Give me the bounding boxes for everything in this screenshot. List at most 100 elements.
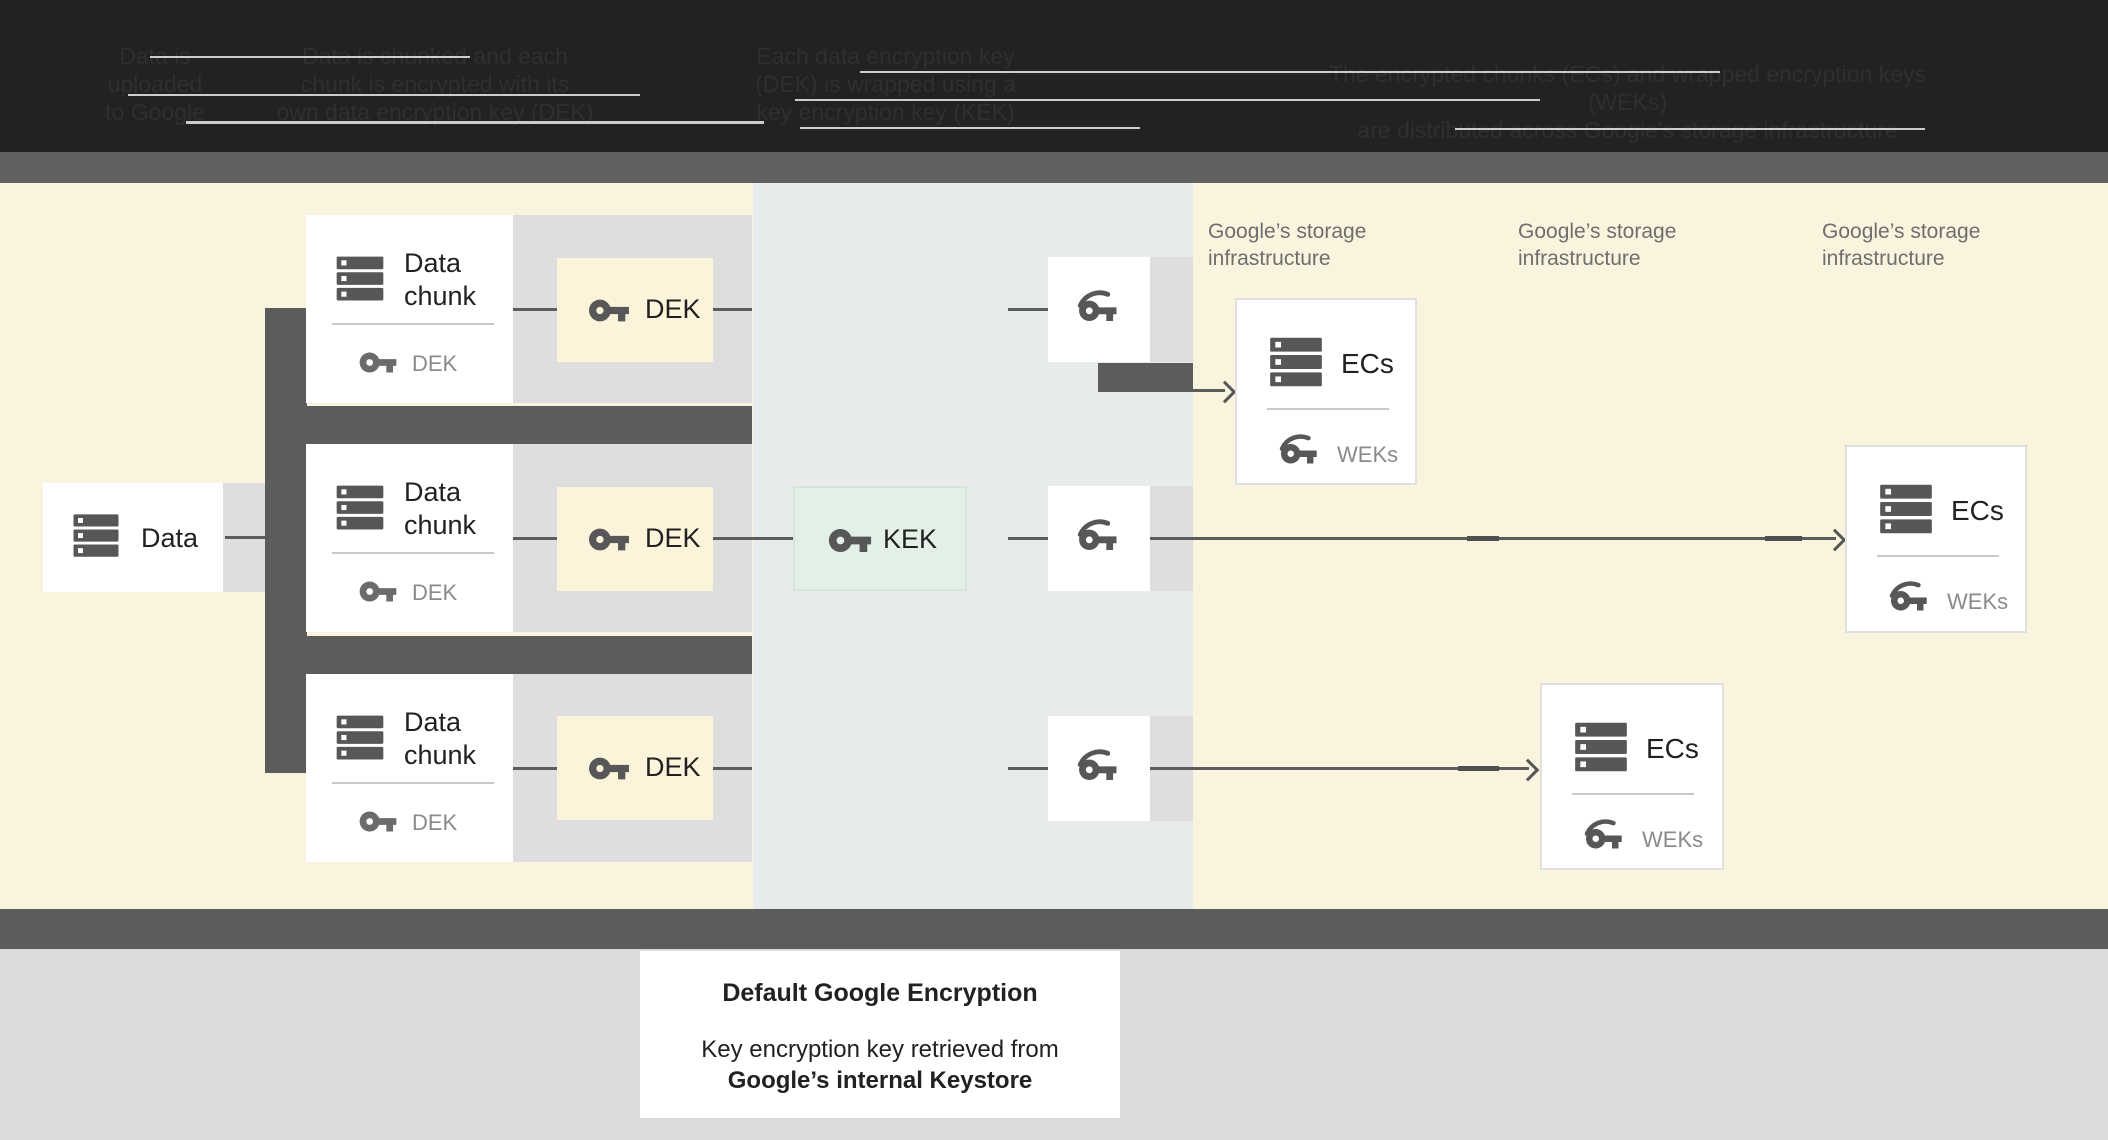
dek-box-3: DEK	[557, 716, 713, 820]
wrapped-key-icon	[1075, 747, 1123, 791]
data-card: Data	[43, 483, 223, 592]
ecs-weks-label: WEKs	[1642, 827, 1704, 852]
header-underline-mark	[860, 71, 1720, 73]
storage-label-line1: Google’s storage	[1208, 220, 1367, 243]
data-chunk-title-line2: chunk	[404, 510, 477, 540]
row2-chunk-to-dek-line	[513, 537, 557, 540]
wrapped-key-node-3	[1048, 716, 1150, 821]
weks-key-icon	[1887, 579, 1933, 621]
row2-dek-to-kek-line	[713, 537, 793, 540]
card-divider	[332, 782, 494, 784]
arrow-to-ecs3-mark	[1458, 766, 1499, 771]
step-1-text: Data is uploaded to Google	[55, 42, 255, 126]
chunk-pipe-upper	[265, 406, 752, 444]
row3-chunk-to-dek-line	[513, 767, 557, 770]
row1-dek-out-line	[713, 308, 752, 311]
chunk-pipe-lower	[265, 636, 752, 674]
step-2-text: Data is chunked and each chunk is encryp…	[260, 42, 610, 126]
kek-box-label: KEK	[883, 524, 938, 554]
header-underline-mark	[795, 99, 1540, 101]
storage-label-line1: Google’s storage	[1518, 220, 1677, 243]
arrow-to-ecs2-head	[1823, 528, 1847, 552]
data-chunk-card-2: Data chunk DEK	[306, 444, 513, 632]
data-chunk-dek-label: DEK	[412, 351, 458, 376]
header-band: Data is uploaded to Google Data is chunk…	[0, 0, 2108, 152]
storage-label-2: Google’s storage infrastructure	[1518, 218, 1676, 272]
diagram-area: Data Data chunk DEK Data chunk DEK	[0, 183, 2108, 909]
data-server-icon	[69, 511, 123, 561]
data-chunk-card-3: Data chunk DEK	[306, 674, 513, 862]
data-chunk-title-line1: Data	[404, 477, 462, 507]
header-underline-mark	[1455, 128, 1925, 130]
kek-key-icon	[827, 525, 873, 556]
card-divider	[332, 323, 494, 325]
row1-chunk-to-dek-line	[513, 308, 557, 311]
ecs-card-title: ECs	[1951, 495, 2004, 526]
data-chunk-title-line1: Data	[404, 248, 462, 278]
header-underline-mark	[186, 121, 764, 124]
data-chunk-server-icon	[332, 253, 388, 305]
step-2-line-3: own data encryption key (DEK)	[276, 99, 594, 125]
ecs-server-icon	[1570, 719, 1632, 776]
step-3-line-1: Each data encryption key	[756, 43, 1015, 69]
step-1-line-2: uploaded	[107, 71, 203, 97]
ecs-weks-label: WEKs	[1947, 589, 2009, 614]
weks-key-icon	[1582, 817, 1628, 859]
step-2-line-2: chunk is encrypted with its	[300, 71, 570, 97]
storage-label-line2: infrastructure	[1518, 247, 1641, 270]
weks-key-icon	[1277, 432, 1323, 474]
header-underline-mark	[150, 56, 470, 58]
arrow-to-ecs2-mark	[1765, 536, 1802, 541]
ecs-server-icon	[1875, 481, 1937, 538]
row1-into-wrap-line	[1008, 308, 1049, 311]
dek-key-icon	[587, 296, 631, 325]
step-1-line-3: to Google	[105, 99, 205, 125]
wrapped-key-icon	[1075, 517, 1123, 561]
step-4-line-2: are distributed across Google’s storage …	[1357, 117, 1898, 143]
ecs-weks-label: WEKs	[1337, 442, 1399, 467]
wrapped-key-1-strip	[1150, 257, 1193, 362]
caption-card: Default Google Encryption Key encryption…	[640, 951, 1120, 1118]
card-divider	[1572, 793, 1694, 795]
step-3-line-3: key encryption key (KEK)	[756, 99, 1015, 125]
dek-box-label: DEK	[645, 294, 701, 324]
ecs-server-icon	[1265, 334, 1327, 391]
ecs-card-3: ECs WEKs	[1540, 683, 1724, 870]
step-4-text: The encrypted chunks (ECs) and wrapped e…	[1315, 60, 1940, 144]
dek-box-label: DEK	[645, 523, 701, 553]
dek-box-label: DEK	[645, 752, 701, 782]
footer-divider-bar	[0, 909, 2108, 949]
header-underline-mark	[128, 94, 640, 96]
card-divider	[1267, 408, 1389, 410]
step-4-line-1: The encrypted chunks (ECs) and wrapped e…	[1328, 61, 1927, 115]
data-chunk-title-line2: chunk	[404, 281, 477, 311]
card-divider	[1877, 555, 1999, 557]
wrapped-key-icon	[1075, 288, 1123, 332]
storage-label-line2: infrastructure	[1822, 247, 1945, 270]
data-to-trunk-line	[225, 536, 267, 539]
storage-label-line1: Google’s storage	[1822, 220, 1981, 243]
data-chunk-server-icon	[332, 482, 388, 534]
dek-key-icon	[358, 578, 398, 605]
storage-label-line2: infrastructure	[1208, 247, 1331, 270]
step-3-line-2: (DEK) is wrapped using a	[755, 71, 1016, 97]
caption-line-1: Key encryption key retrieved from	[701, 1036, 1059, 1063]
dek-box-1: DEK	[557, 258, 713, 362]
chunk-split-trunk	[265, 308, 307, 773]
data-chunk-dek-label: DEK	[412, 810, 458, 835]
storage-label-1: Google’s storage infrastructure	[1208, 218, 1366, 272]
wrapped-key-node-1	[1048, 257, 1150, 362]
footer-area: Default Google Encryption Key encryption…	[0, 949, 2108, 1140]
row3-into-wrap-line	[1008, 767, 1049, 770]
arrow-to-ecs1-line	[1193, 389, 1225, 392]
ecs-card-1: ECs WEKs	[1235, 298, 1417, 485]
caption-line-2: Google’s internal Keystore	[727, 1067, 1033, 1094]
dek-key-icon	[587, 754, 631, 783]
data-chunk-title-line2: chunk	[404, 740, 477, 770]
dek-box-2: DEK	[557, 487, 713, 591]
row3-dek-out-line	[713, 767, 752, 770]
ecs-card-title: ECs	[1646, 733, 1699, 764]
ecs-card-2: ECs WEKs	[1845, 445, 2027, 633]
kek-box: KEK	[793, 486, 967, 591]
